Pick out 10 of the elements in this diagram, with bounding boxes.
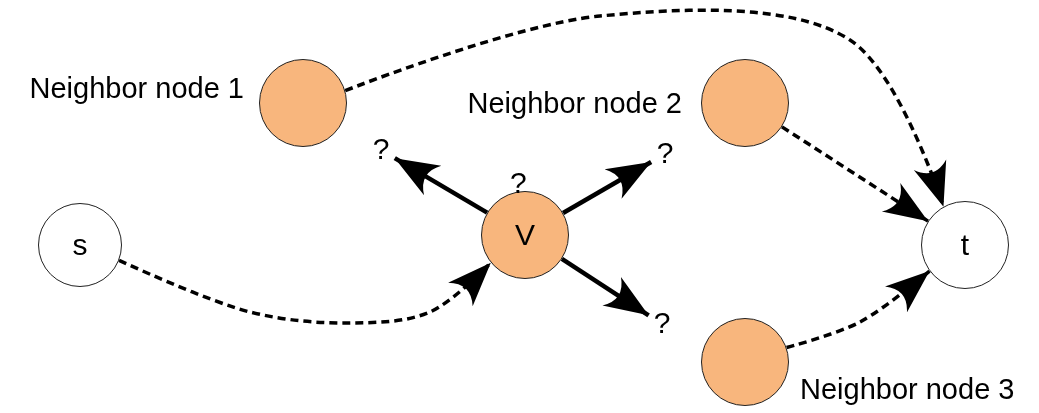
node-letter: s <box>72 230 88 260</box>
node-label: Neighbor node 3 <box>800 375 1015 404</box>
question-mark: ? <box>653 138 677 168</box>
node-letter: t <box>960 230 970 260</box>
node-label: Neighbor node 2 <box>467 89 682 118</box>
node-letter: V <box>515 220 535 250</box>
question-mark: ? <box>369 134 393 164</box>
node-label: Neighbor node 1 <box>29 74 244 103</box>
question-mark: ? <box>650 308 674 338</box>
question-mark: ? <box>510 168 527 198</box>
